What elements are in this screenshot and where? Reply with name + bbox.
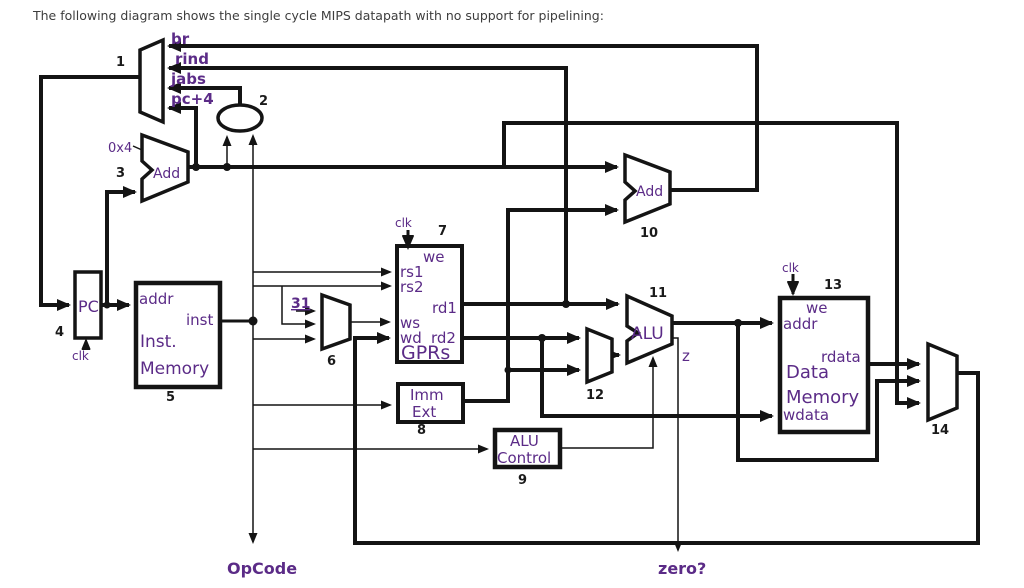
number-8: 8 [417,423,426,438]
wire-alu-to-wbmux [736,323,921,462]
number-7: 7 [438,224,447,239]
data-memory-box [777,295,871,435]
wire-pc4-to-mux [167,102,198,167]
components [73,37,959,470]
label-aluctl1: ALU [510,432,539,450]
label-dm-we: we [806,299,828,317]
label-gprs-rs2: rs2 [400,278,424,296]
label-pc4: pc+4 [171,90,214,108]
label-aluctl2: Control [497,449,551,467]
wire-wdata [540,338,774,422]
number-2: 2 [259,94,268,109]
label-dm-wdata: wdata [783,406,829,424]
number-4: 4 [55,325,64,340]
wire-rt-to-wsmux [281,286,316,329]
junction-dot [223,163,231,171]
jump-shifter [216,103,264,133]
pc-adder [140,132,190,204]
branch-adder [623,152,672,225]
wire-writeback [353,332,980,545]
number-1: 1 [116,55,125,70]
label-jabs: jabs [170,70,206,88]
label-z: z [682,347,690,365]
imm-ext-box [396,382,465,424]
junction-dot [562,300,570,308]
number-13: 13 [824,278,842,293]
label-imm2: Ext [412,403,436,421]
label-gprs-rs1: rs1 [400,263,424,281]
labels: br rind jabs pc+4 1 2 3 4 5 6 7 8 9 10 1… [55,30,949,578]
label-alu: ALU [631,324,664,344]
wire-rind [167,62,568,304]
pc-src-mux [138,37,165,125]
label-zero: zero? [658,559,706,578]
label-dm-name2: Memory [786,387,860,408]
label-br: br [171,30,190,48]
wire-nextpc [39,75,140,311]
label-add10: Add [636,184,663,200]
alu-src-mux [585,326,614,385]
alu-shape [625,293,674,366]
inst-memory-box [133,280,223,390]
number-6: 6 [327,354,336,369]
junction-dot [192,163,200,171]
label-dm-name1: Data [786,362,829,383]
label-0x4: 0x4 [108,141,132,156]
number-3: 3 [116,166,125,181]
label-gprs-name: GPRs [401,342,450,364]
label-dm-rdata: rdata [821,348,861,366]
label-clk-gprs: clk [395,216,412,230]
label-im-addr: addr [139,290,174,308]
label-im-name1: Inst. [140,332,177,352]
junction-dot [103,301,111,309]
wire-branch-target [167,40,759,192]
label-gprs-we: we [423,248,445,266]
label-gprs-rd1: rd1 [432,299,457,317]
number-10: 10 [640,226,658,241]
number-14: 14 [931,423,949,438]
label-gprs-wd: wd [400,329,422,347]
ws-mux [320,292,352,352]
wire-pc-to-adder [105,186,137,305]
number-5: 5 [166,390,175,405]
label-const31: 31 [291,296,310,312]
wires [39,40,980,552]
label-dm-addr: addr [783,315,818,333]
wire-pc4-to-wbmux [502,121,921,409]
label-im-name2: Memory [140,359,209,379]
label-imm1: Imm [410,386,444,404]
number-11: 11 [649,286,667,301]
label-rind: rind [175,50,209,68]
wire-imm-out [463,204,619,403]
number-9: 9 [518,473,527,488]
wb-mux [926,341,959,423]
label-clk-dmem: clk [782,261,799,275]
wire-jabs [167,82,242,106]
junction-dot [504,366,512,374]
label-gprs-rd2: rd2 [431,329,456,347]
label-add3: Add [153,166,180,182]
label-gprs-ws: ws [400,314,420,332]
junction-dot [734,319,742,327]
wire-aluctl-out [560,356,658,449]
label-pc: PC [78,297,99,316]
junction-dot [538,334,546,342]
label-im-inst: inst [186,311,213,329]
number-12: 12 [586,388,604,403]
wire-zero [672,337,683,552]
junction-dot [248,316,258,326]
page-title: The following diagram shows the single c… [33,8,604,23]
label-clk-pc: clk [72,349,89,363]
label-opcode: OpCode [227,559,297,578]
alu-control-box [492,427,563,470]
gprs-box [395,244,464,364]
